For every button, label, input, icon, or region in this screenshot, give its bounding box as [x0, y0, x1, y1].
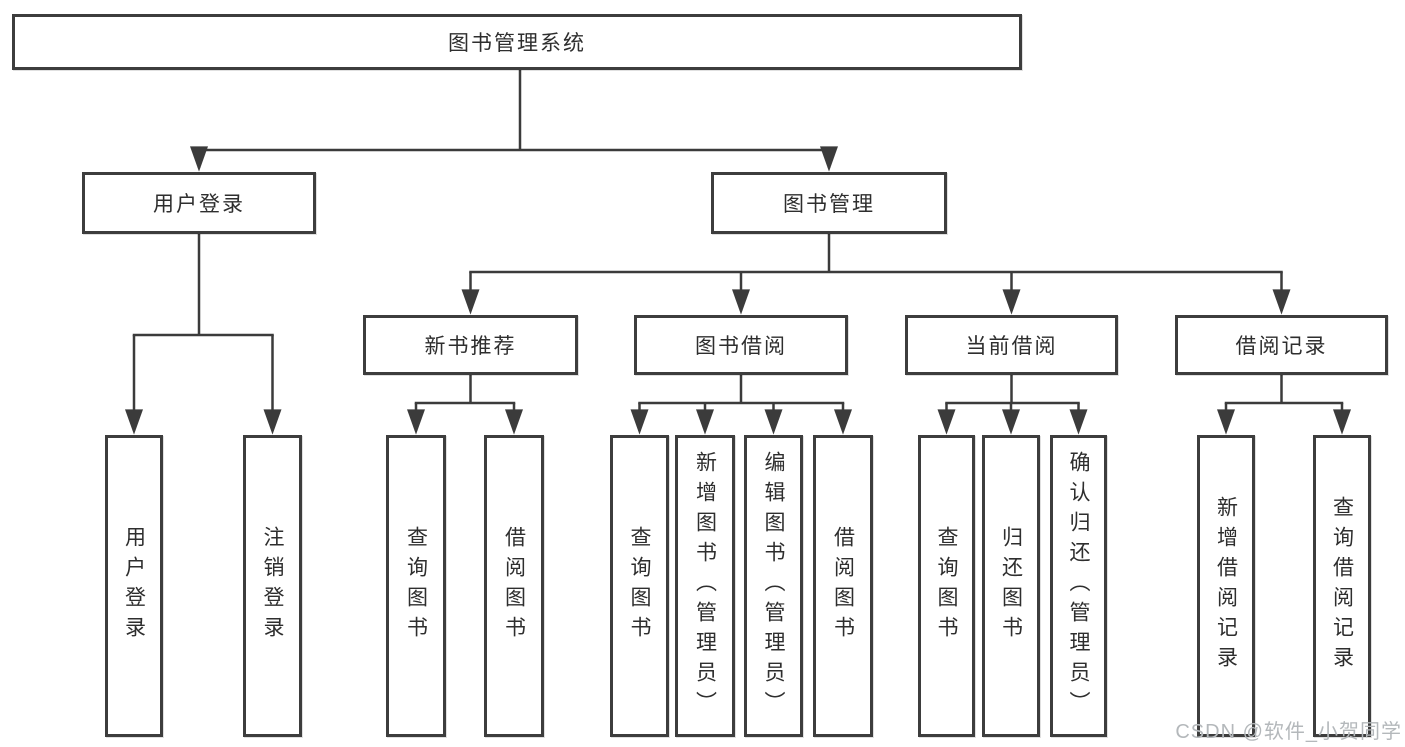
leaf-edit-book-admin: 编辑图书（管理员）	[744, 435, 803, 737]
leaf-add-book-admin-label: 新增图书（管理员）	[693, 451, 717, 721]
leaf-query-borrow-record-label: 查询借阅记录	[1330, 496, 1354, 676]
node-root: 图书管理系统	[12, 14, 1022, 70]
leaf-query-books-borrow-label: 查询图书	[628, 526, 651, 646]
leaf-query-books-recommend: 查询图书	[386, 435, 446, 737]
leaf-return-book-label: 归还图书	[999, 526, 1023, 646]
leaf-borrow-books: 借阅图书	[813, 435, 873, 737]
leaf-query-books-recommend-label: 查询图书	[404, 526, 428, 646]
leaf-edit-book-admin-label: 编辑图书（管理员）	[762, 451, 785, 721]
node-book-management-label: 图书管理	[783, 193, 875, 216]
node-current-borrow: 当前借阅	[905, 315, 1118, 375]
leaf-add-book-admin: 新增图书（管理员）	[675, 435, 735, 737]
node-new-book-recommend-label: 新书推荐	[424, 335, 517, 358]
node-user-login: 用户登录	[82, 172, 316, 234]
node-borrow-records: 借阅记录	[1175, 315, 1388, 375]
leaf-user-login: 用户登录	[105, 435, 163, 737]
node-root-label: 图书管理系统	[448, 32, 586, 55]
leaf-query-books-current: 查询图书	[918, 435, 975, 737]
node-book-borrow-label: 图书借阅	[695, 335, 787, 358]
leaf-borrow-books-recommend-label: 借阅图书	[502, 526, 526, 646]
csdn-watermark: CSDN @软件_小贺同学	[1175, 721, 1402, 743]
leaf-borrow-books-recommend: 借阅图书	[484, 435, 544, 737]
leaf-query-books-current-label: 查询图书	[935, 526, 958, 646]
node-new-book-recommend: 新书推荐	[363, 315, 578, 375]
leaf-confirm-return-admin-label: 确认归还（管理员）	[1067, 451, 1090, 721]
leaf-confirm-return-admin: 确认归还（管理员）	[1050, 435, 1107, 737]
leaf-logout: 注销登录	[243, 435, 302, 737]
node-user-login-label: 用户登录	[153, 193, 245, 216]
leaf-logout-label: 注销登录	[261, 526, 284, 646]
node-borrow-records-label: 借阅记录	[1235, 335, 1328, 358]
leaf-borrow-books-label: 借阅图书	[831, 526, 855, 646]
leaf-query-books-borrow: 查询图书	[610, 435, 669, 737]
leaf-add-borrow-record: 新增借阅记录	[1197, 435, 1255, 737]
leaf-query-borrow-record: 查询借阅记录	[1313, 435, 1371, 737]
node-current-borrow-label: 当前借阅	[965, 335, 1058, 358]
leaf-add-borrow-record-label: 新增借阅记录	[1214, 496, 1238, 676]
leaf-return-book: 归还图书	[982, 435, 1040, 737]
node-book-borrow: 图书借阅	[634, 315, 848, 375]
node-book-management: 图书管理	[711, 172, 947, 234]
leaf-user-login-label: 用户登录	[122, 526, 146, 646]
